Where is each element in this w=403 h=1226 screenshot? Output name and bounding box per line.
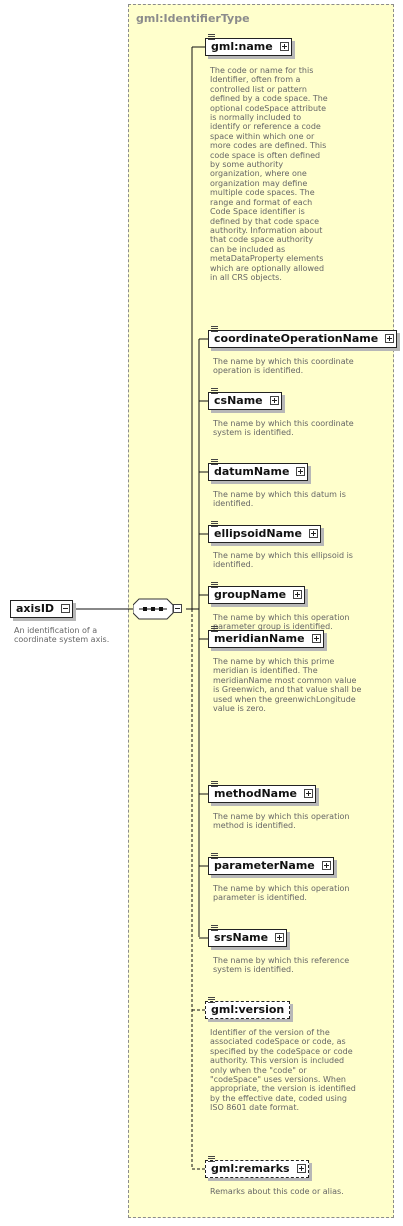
- child-element-label: gml:remarks: [211, 1162, 290, 1175]
- expand-icon[interactable]: [385, 334, 395, 343]
- child-element-description: Identifier of the version of the associa…: [210, 1028, 356, 1113]
- documentation-lines-icon: [211, 781, 218, 787]
- child-element-methodname[interactable]: methodName: [208, 781, 316, 803]
- child-element-label: parameterName: [214, 859, 315, 872]
- child-element-label: methodName: [214, 787, 297, 800]
- root-element-description: An identification of a coordinate system…: [14, 626, 110, 645]
- expand-icon[interactable]: [275, 933, 285, 942]
- child-element-label: gml:name: [211, 40, 273, 53]
- type-title: gml:IdentifierType: [136, 12, 250, 25]
- expand-icon[interactable]: [296, 1164, 306, 1173]
- child-element-description: The name by which this operation paramet…: [213, 884, 350, 903]
- child-element-gml-version[interactable]: gml:version: [205, 997, 291, 1019]
- child-element-description: The name by which this operation paramet…: [213, 613, 350, 632]
- documentation-lines-icon: [211, 459, 218, 465]
- child-element-description: The name by which this coordinate system…: [213, 419, 354, 438]
- child-element-label: meridianName: [214, 632, 305, 645]
- child-element-label: gml:version: [211, 1003, 285, 1016]
- child-element-description: The name by which this prime meridian is…: [213, 657, 362, 714]
- child-element-description: The name by which this reference system …: [213, 956, 350, 975]
- child-element-ellipsoidname[interactable]: ellipsoidName: [208, 521, 321, 543]
- root-element-axisID[interactable]: axisID: [10, 600, 74, 618]
- documentation-lines-icon: [211, 925, 218, 931]
- child-element-gml-remarks[interactable]: gml:remarks: [205, 1156, 309, 1178]
- expand-icon[interactable]: [304, 789, 313, 798]
- child-element-label: srsName: [214, 931, 269, 944]
- root-element-label: axisID: [16, 602, 55, 615]
- documentation-lines-icon: [211, 853, 218, 859]
- expand-icon[interactable]: [311, 634, 321, 643]
- sequence-compositor[interactable]: [132, 598, 186, 620]
- child-element-description: Remarks about this code or alias.: [210, 1187, 344, 1196]
- child-element-parametername[interactable]: parameterName: [208, 853, 334, 875]
- documentation-lines-icon: [211, 521, 218, 527]
- child-element-srsname[interactable]: srsName: [208, 925, 288, 947]
- expand-icon[interactable]: [296, 467, 306, 476]
- child-element-meridianname[interactable]: meridianName: [208, 626, 324, 648]
- child-element-description: The name by which this coordinate operat…: [213, 357, 354, 376]
- expand-icon[interactable]: [269, 396, 279, 405]
- child-element-gml-name[interactable]: gml:name: [205, 34, 292, 56]
- child-element-csname[interactable]: csName: [208, 388, 282, 410]
- documentation-lines-icon: [208, 1156, 215, 1162]
- sequence-collapse-icon[interactable]: [173, 604, 182, 613]
- child-element-description: The name by which this datum is identifi…: [213, 490, 346, 509]
- child-element-label: datumName: [214, 465, 290, 478]
- expand-icon[interactable]: [279, 42, 289, 51]
- documentation-lines-icon: [208, 34, 215, 40]
- documentation-lines-icon: [211, 388, 218, 394]
- expand-icon[interactable]: [308, 529, 318, 538]
- collapse-icon[interactable]: [61, 604, 71, 613]
- child-element-coordinateoperationname[interactable]: coordinateOperationName: [208, 326, 398, 348]
- documentation-lines-icon: [211, 626, 218, 632]
- child-element-groupname[interactable]: groupName: [208, 582, 306, 604]
- documentation-lines-icon: [211, 582, 218, 588]
- child-element-label: csName: [214, 394, 263, 407]
- child-element-datumname[interactable]: datumName: [208, 459, 309, 481]
- child-element-label: coordinateOperationName: [214, 332, 379, 345]
- documentation-lines-icon: [211, 326, 218, 332]
- child-element-description: The name by which this operation method …: [213, 812, 350, 831]
- child-element-description: The name by which this ellipsoid is iden…: [213, 551, 353, 570]
- expand-icon[interactable]: [293, 590, 303, 599]
- expand-icon[interactable]: [321, 861, 331, 870]
- documentation-lines-icon: [208, 997, 215, 1003]
- child-element-description: The code or name for this Identifier, of…: [210, 66, 328, 282]
- child-element-label: groupName: [214, 588, 287, 601]
- child-element-label: ellipsoidName: [214, 527, 302, 540]
- sequence-icon: [132, 598, 174, 620]
